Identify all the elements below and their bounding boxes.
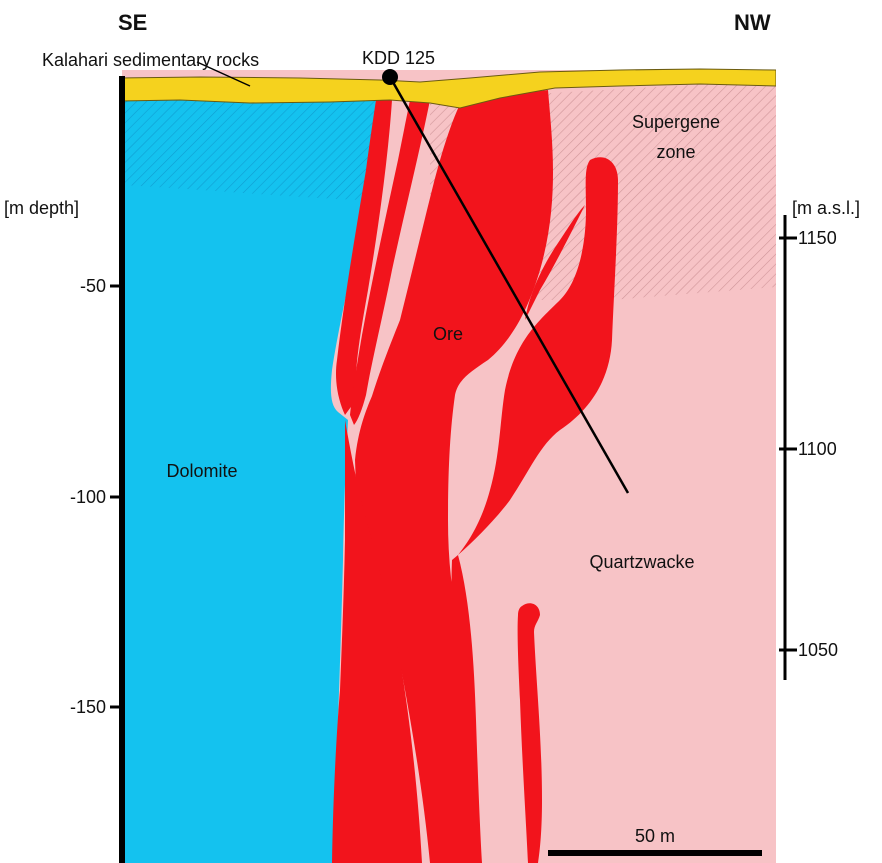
right-tick-label: 1050 [798, 640, 838, 660]
ore-vein-1 [335, 100, 392, 415]
ore-right-body [458, 157, 618, 555]
left-tick-label: -50 [80, 276, 106, 296]
right-axis-title: [m a.s.l.] [792, 198, 860, 218]
ore-label: Ore [433, 324, 463, 344]
supergene-zone-label-2: zone [656, 142, 695, 162]
left-tick-label: -100 [70, 487, 106, 507]
dolomite-weathered-hatch [122, 100, 378, 200]
direction-label-nw: NW [734, 10, 771, 35]
drillhole-collar [382, 69, 398, 85]
ore-lower-branch [332, 420, 422, 863]
left-tick-label: -150 [70, 697, 106, 717]
ore-main-body [355, 90, 553, 863]
ore-vein-5 [517, 603, 542, 863]
supergene-zone-label: Supergene [632, 112, 720, 132]
scale-bar-label: 50 m [635, 826, 675, 846]
quartzwacke-label: Quartzwacke [589, 552, 694, 572]
kalahari-sediment-layer [122, 68, 776, 109]
dolomite-unit [122, 100, 378, 863]
dolomite-label: Dolomite [166, 461, 237, 481]
right-tick-label: 1100 [798, 439, 837, 459]
drillhole-trace [388, 76, 630, 494]
ore-vein-4 [451, 555, 482, 863]
left-axis-title: [m depth] [4, 198, 79, 218]
ore-vein-2 [350, 100, 430, 425]
ore-vein-3 [525, 205, 585, 320]
kalahari-leader-line [196, 61, 251, 87]
direction-label-se: SE [118, 10, 147, 35]
ore-bodies [332, 90, 618, 863]
right-tick-label: 1150 [798, 228, 837, 248]
drillhole-label: KDD 125 [362, 48, 435, 68]
kalahari-label: Kalahari sedimentary rocks [42, 50, 259, 70]
